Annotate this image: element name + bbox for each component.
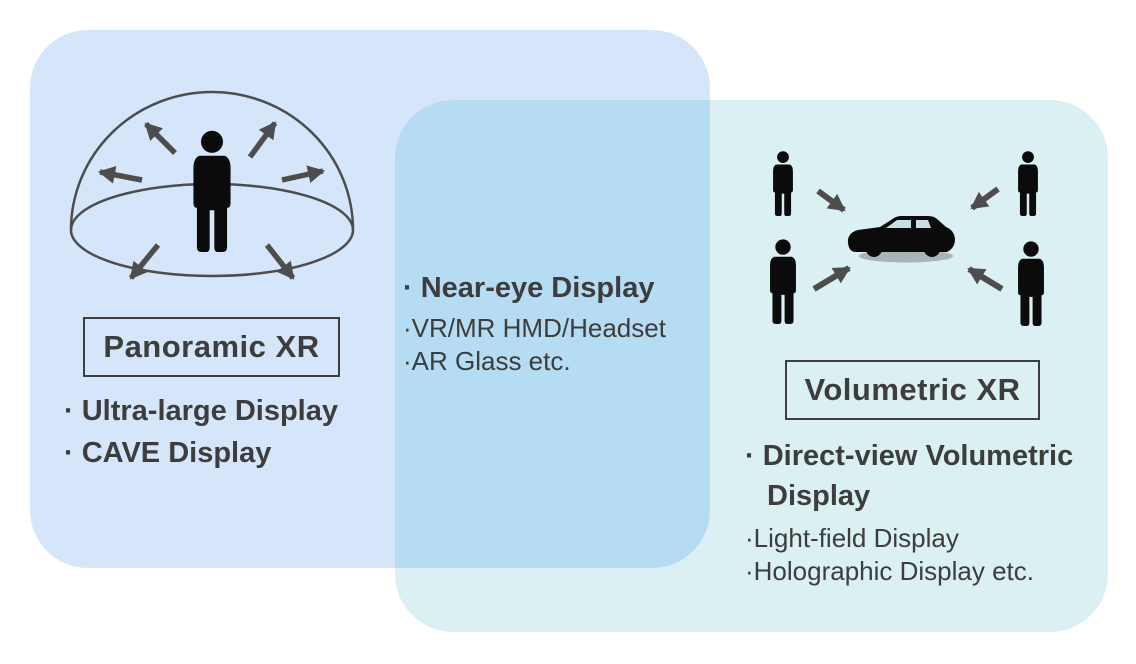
near-eye-overlap-region (395, 100, 710, 568)
volumetric-xr-label-box: Volumetric XR (785, 360, 1040, 420)
near-eye-display-block: · Near-eye Display ·VR/MR HMD/Headset ·A… (403, 270, 666, 378)
list-item: ·Light-field Display (745, 523, 959, 553)
list-item: · CAVE Display (64, 437, 272, 469)
list-item: ·Holographic Display etc. (745, 556, 1035, 586)
volumetric-xr-title: Volumetric XR (804, 372, 1021, 407)
near-eye-sub-list: ·VR/MR HMD/Headset ·AR Glass etc. (403, 312, 666, 378)
list-item: ·AR Glass etc. (403, 346, 571, 376)
volumetric-heading: · Direct-view Volumetric Display (745, 440, 1074, 512)
volumetric-sub-list: ·Light-field Display ·Holographic Displa… (745, 522, 1136, 588)
near-eye-heading: · Near-eye Display (403, 272, 655, 304)
panoramic-xr-label-box: Panoramic XR (83, 317, 340, 377)
panoramic-xr-title: Panoramic XR (103, 329, 320, 364)
list-item: ·VR/MR HMD/Headset (403, 313, 666, 343)
list-item: · Ultra-large Display (64, 395, 338, 427)
panoramic-display-list: · Ultra-large Display · CAVE Display (64, 390, 338, 474)
volumetric-display-block: · Direct-view Volumetric Display ·Light-… (745, 436, 1136, 588)
